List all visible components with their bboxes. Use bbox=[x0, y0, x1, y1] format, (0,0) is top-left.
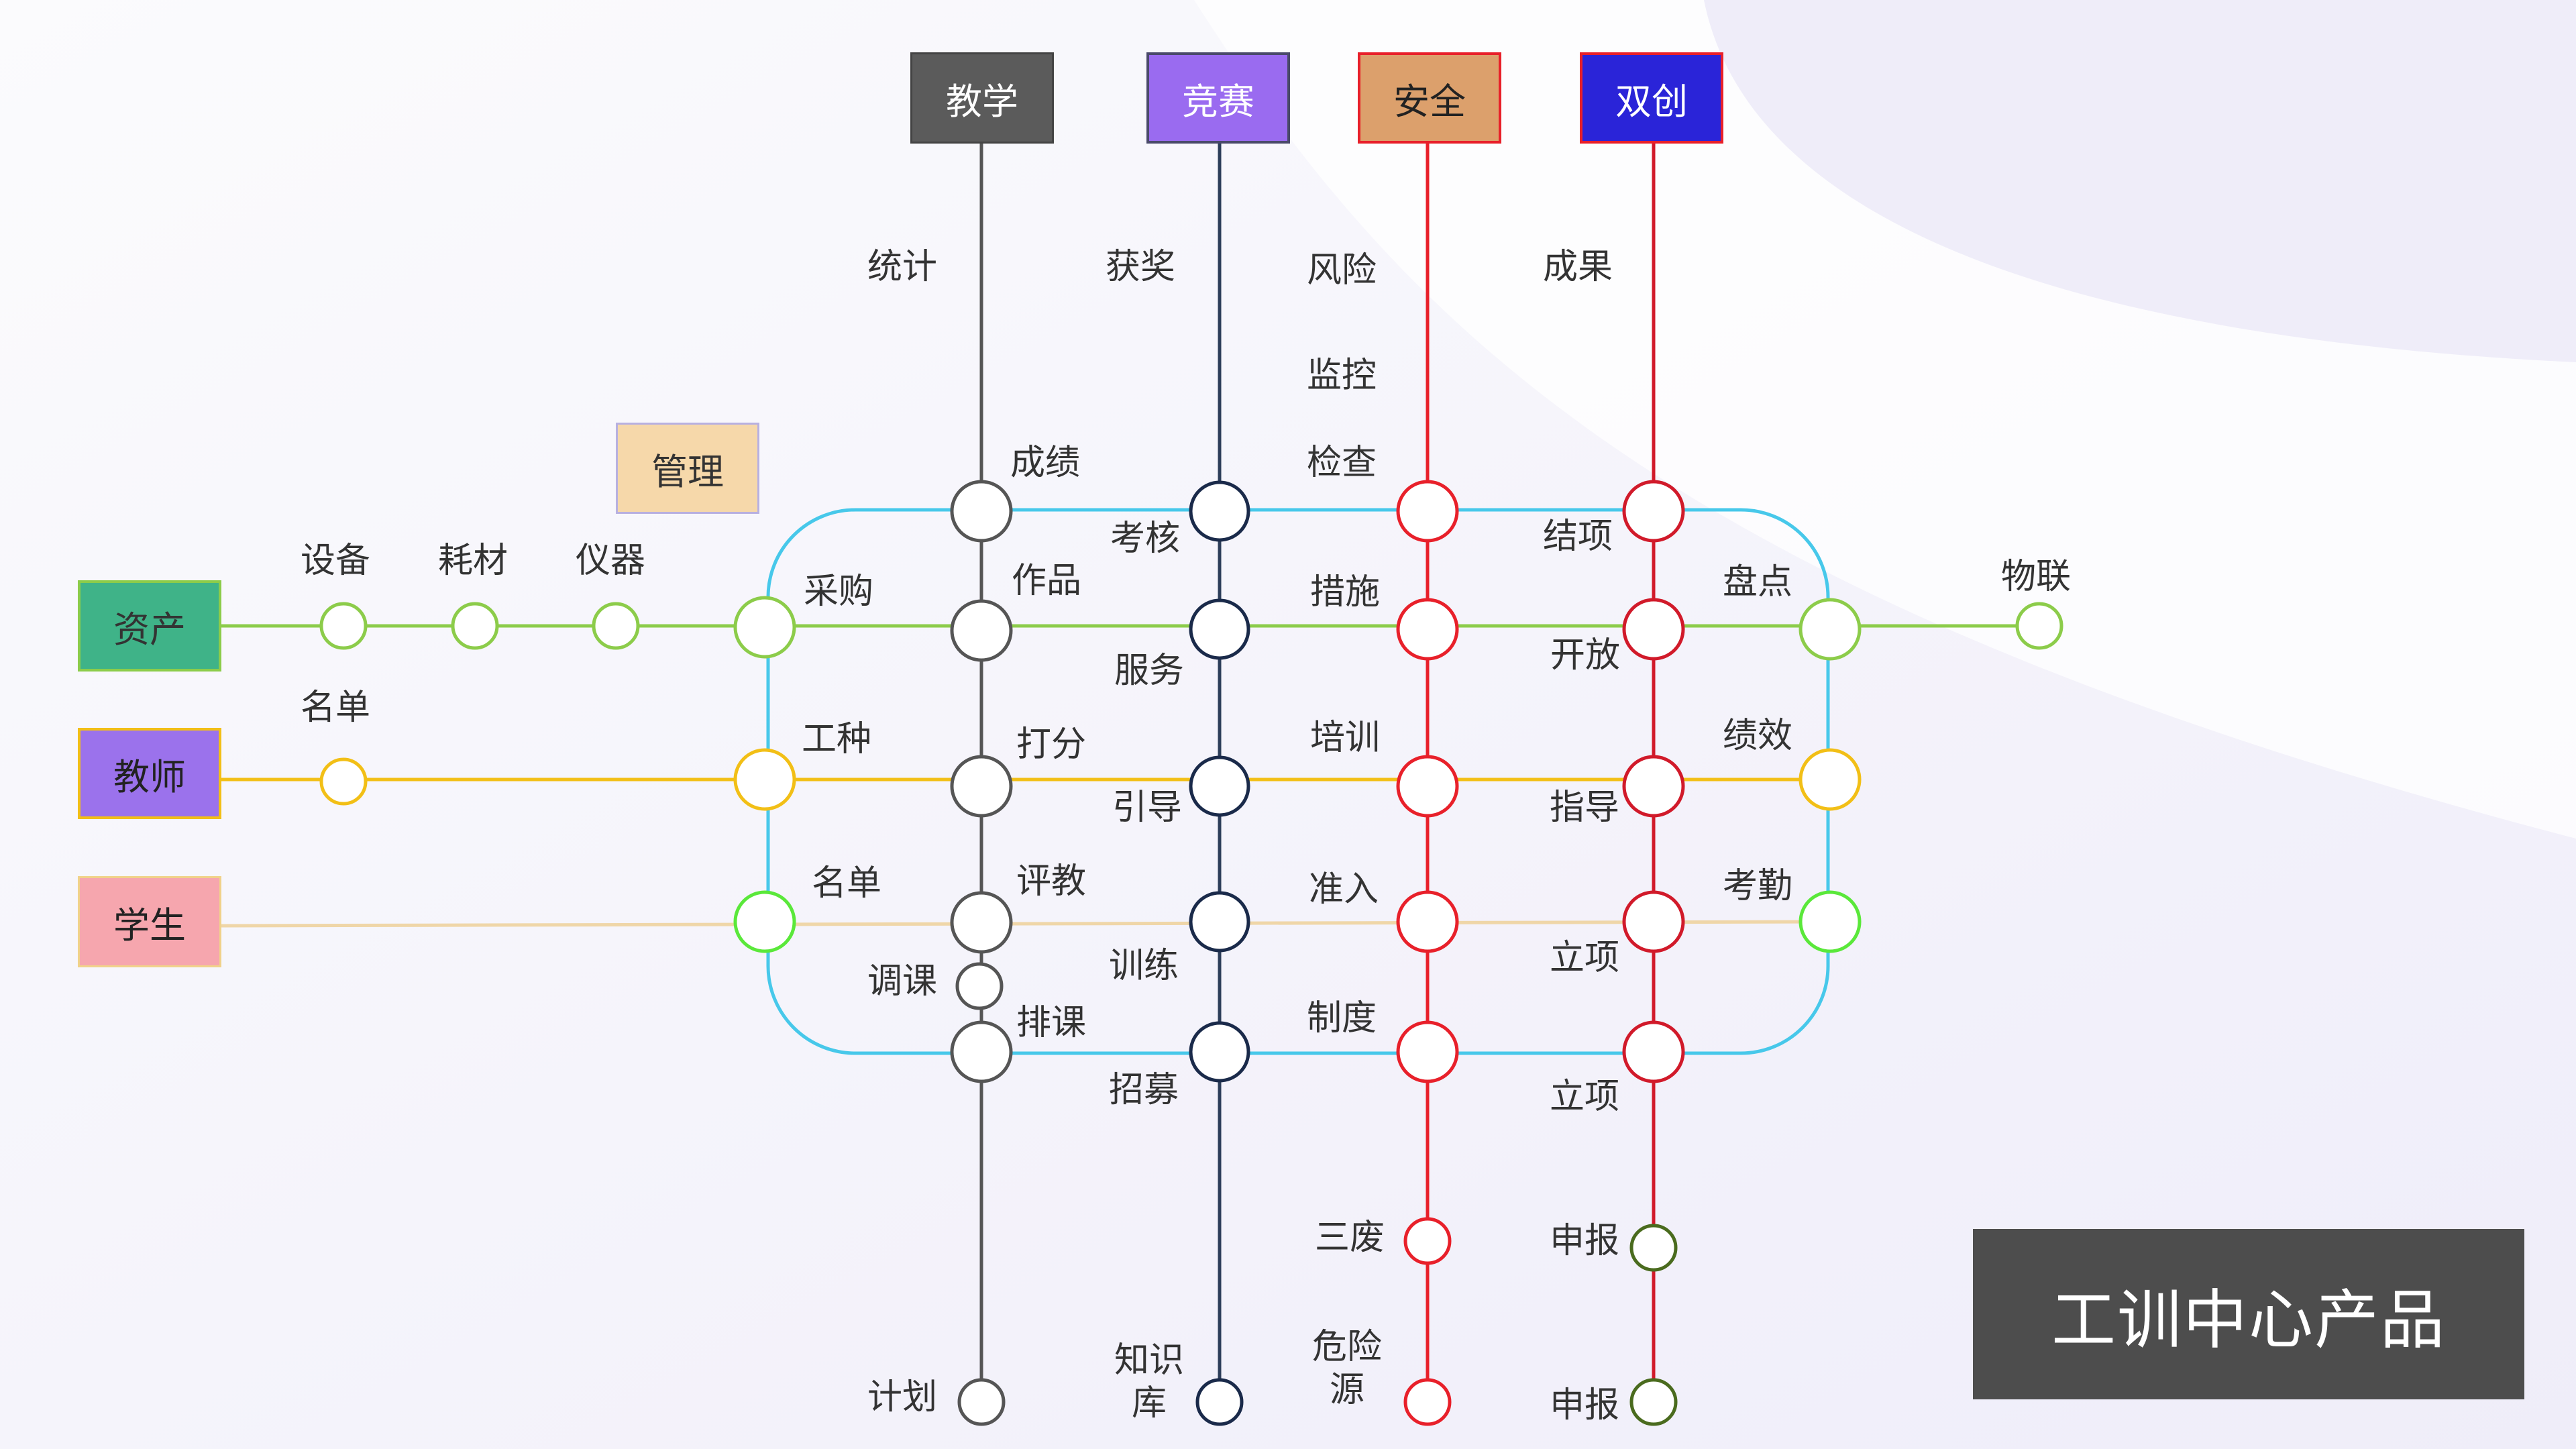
station-competition-zhishiku bbox=[1195, 1378, 1244, 1426]
station-safety-weixianyuan bbox=[1403, 1378, 1452, 1426]
product-title: 工训中心产品 bbox=[1973, 1229, 2524, 1399]
label-weixianyuan-line1: 危险 bbox=[1311, 1327, 1382, 1367]
label-jiankong: 监控 bbox=[1306, 356, 1377, 396]
label-fuwu: 服务 bbox=[1114, 651, 1185, 691]
label-zhidu: 制度 bbox=[1306, 998, 1377, 1038]
label-pingjiao: 评教 bbox=[1016, 861, 1087, 902]
label-wulian: 物联 bbox=[2000, 557, 2072, 597]
label-yindao: 引导 bbox=[1112, 788, 1183, 828]
label-jihua: 计划 bbox=[867, 1377, 938, 1417]
station-safety-jiancha bbox=[1396, 480, 1459, 543]
label-zhidao: 指导 bbox=[1549, 788, 1620, 828]
label-shenbao1: 申报 bbox=[1549, 1221, 1620, 1261]
column-header-competition[interactable]: 竞赛 bbox=[1146, 52, 1290, 144]
label-kaifang: 开放 bbox=[1550, 635, 1621, 676]
column-header-innovation[interactable]: 双创 bbox=[1580, 52, 1723, 144]
label-sanfei: 三废 bbox=[1314, 1218, 1385, 1258]
station-innovation-lixiang1 bbox=[1622, 890, 1685, 953]
station-teachers-jixiao bbox=[1799, 748, 1862, 811]
station-teachers-mingdan bbox=[319, 757, 368, 806]
station-assets-shebei bbox=[319, 602, 368, 650]
label-jiancha: 检查 bbox=[1306, 443, 1377, 483]
label-huojiang: 获奖 bbox=[1105, 247, 1176, 287]
station-competition-xunlian bbox=[1189, 891, 1250, 953]
station-assets-pandian bbox=[1799, 598, 1862, 661]
label-xunlian: 训练 bbox=[1108, 946, 1179, 986]
station-innovation-lixiang2 bbox=[1622, 1020, 1685, 1083]
station-safety-zhunru bbox=[1396, 890, 1459, 953]
station-teaching-chengji bbox=[950, 480, 1013, 543]
row-header-students[interactable]: 学生 bbox=[78, 876, 221, 967]
label-fengxian: 风险 bbox=[1306, 250, 1377, 290]
station-teaching-jihua bbox=[957, 1378, 1006, 1426]
label-chengji: 成绩 bbox=[1010, 443, 1081, 483]
station-competition-fuwu bbox=[1189, 598, 1250, 660]
label-paike: 排课 bbox=[1016, 1003, 1087, 1043]
station-assets-wulian bbox=[2015, 602, 2063, 650]
management-box[interactable]: 管理 bbox=[616, 423, 759, 514]
station-innovation-zhidao bbox=[1622, 755, 1685, 818]
station-safety-peixun bbox=[1396, 755, 1459, 818]
label-mingdan2: 名单 bbox=[811, 863, 882, 904]
label-weixianyuan: 危险源 bbox=[1300, 1326, 1394, 1411]
station-innovation-kaifang bbox=[1622, 598, 1685, 661]
station-students-mingdan bbox=[733, 890, 796, 953]
station-safety-cuoshi bbox=[1396, 598, 1459, 661]
label-dafen: 打分 bbox=[1016, 724, 1087, 765]
column-header-teaching[interactable]: 教学 bbox=[910, 52, 1054, 144]
label-yiqi: 仪器 bbox=[575, 541, 646, 581]
station-competition-yindao bbox=[1189, 755, 1250, 817]
label-zhishiku: 知识库 bbox=[1102, 1339, 1196, 1425]
station-teaching-dafen bbox=[950, 755, 1013, 818]
station-assets-caigou bbox=[733, 596, 796, 659]
label-zhishiku-line1: 知识 bbox=[1114, 1340, 1184, 1381]
label-tiaoke: 调课 bbox=[867, 961, 938, 1002]
label-tongji: 统计 bbox=[867, 247, 938, 287]
label-jixiao: 绩效 bbox=[1722, 716, 1793, 756]
station-innovation-shenbao1 bbox=[1629, 1224, 1678, 1272]
label-peixun: 培训 bbox=[1309, 718, 1381, 758]
label-jiexiang: 结项 bbox=[1542, 517, 1613, 557]
station-assets-haocai bbox=[451, 602, 499, 650]
station-competition-zhaomu bbox=[1189, 1021, 1250, 1083]
students-line bbox=[221, 920, 1832, 928]
station-teaching-paike bbox=[950, 1020, 1013, 1083]
label-mingdan1: 名单 bbox=[300, 688, 371, 728]
label-zhunru: 准入 bbox=[1308, 869, 1379, 910]
label-zuopin: 作品 bbox=[1011, 561, 1082, 601]
row-header-teachers[interactable]: 教师 bbox=[78, 728, 221, 819]
label-lixiang2: 立项 bbox=[1549, 1077, 1620, 1117]
label-chengguo: 成果 bbox=[1542, 247, 1613, 287]
station-safety-sanfei bbox=[1403, 1217, 1452, 1265]
label-haocai: 耗材 bbox=[437, 541, 508, 581]
station-competition-kaohe bbox=[1189, 480, 1250, 542]
row-header-assets[interactable]: 资产 bbox=[78, 580, 221, 672]
station-assets-yiqi bbox=[592, 602, 640, 650]
label-kaoqin: 考勤 bbox=[1722, 866, 1793, 906]
station-teaching-zuopin bbox=[950, 599, 1013, 662]
label-cuoshi: 措施 bbox=[1309, 572, 1381, 612]
station-teaching-pingjiao bbox=[950, 891, 1013, 954]
station-teaching-tiaoke bbox=[955, 962, 1004, 1010]
label-caigou: 采购 bbox=[803, 572, 874, 612]
label-zhaomu: 招募 bbox=[1108, 1070, 1179, 1110]
station-innovation-shenbao2 bbox=[1629, 1378, 1678, 1426]
label-gongzhong: 工种 bbox=[801, 719, 872, 759]
label-pandian: 盘点 bbox=[1722, 562, 1793, 602]
station-teachers-gongzhong bbox=[733, 748, 796, 811]
label-shenbao2: 申报 bbox=[1549, 1385, 1620, 1426]
label-lixiang1: 立项 bbox=[1549, 938, 1620, 978]
column-header-safety[interactable]: 安全 bbox=[1358, 52, 1501, 144]
label-kaohe: 考核 bbox=[1110, 519, 1181, 559]
station-safety-zhidu bbox=[1396, 1020, 1459, 1083]
label-shebei: 设备 bbox=[300, 541, 371, 581]
station-students-kaoqin bbox=[1799, 890, 1862, 953]
label-weixianyuan-line2: 源 bbox=[1329, 1370, 1364, 1410]
label-zhishiku-line2: 库 bbox=[1131, 1383, 1167, 1424]
station-innovation-jiexiang bbox=[1622, 480, 1685, 543]
